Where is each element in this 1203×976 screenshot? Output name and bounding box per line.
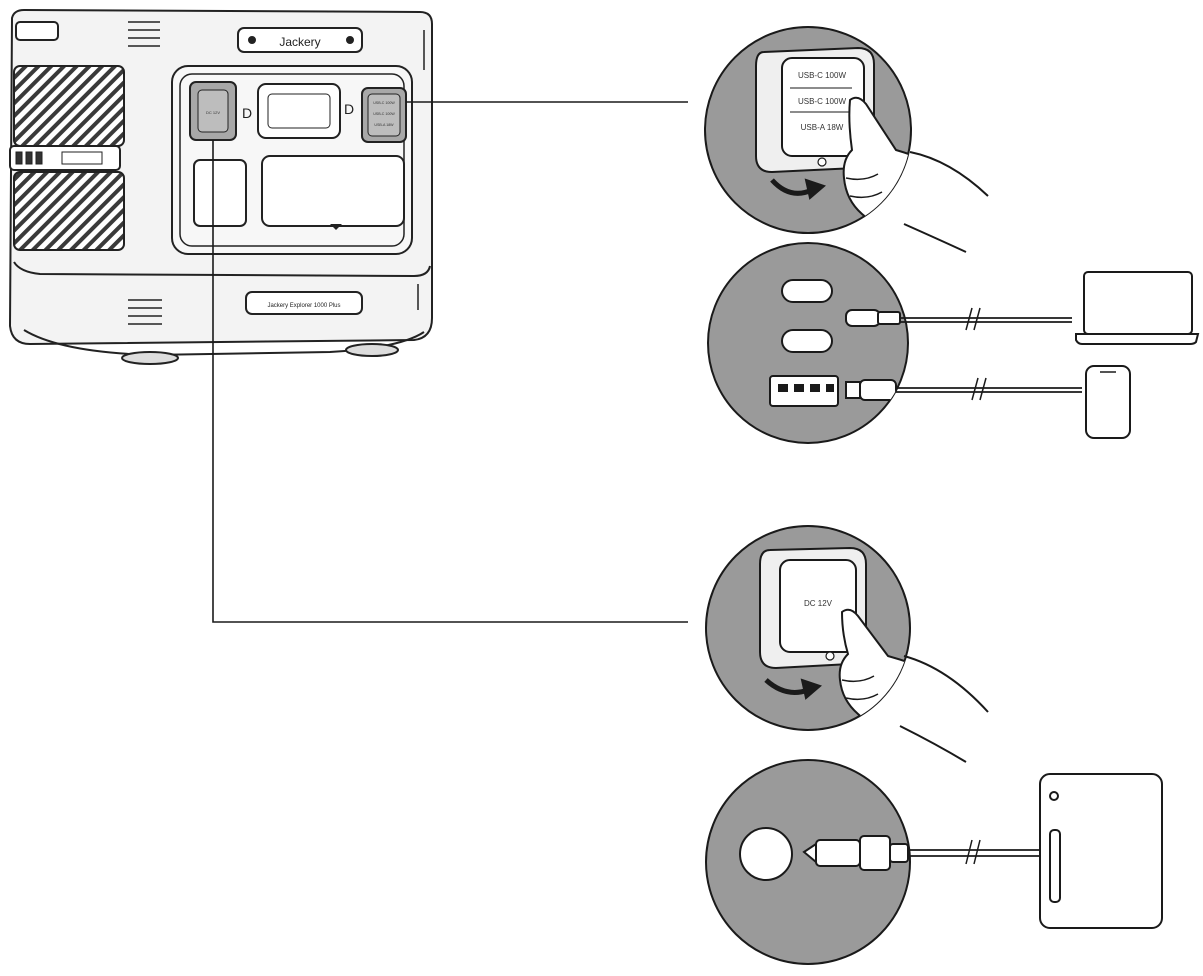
usb-mini-line-1: USB-C 100W [373, 101, 395, 105]
usb-mini-line-2: USB-C 100W [373, 112, 395, 116]
finger-hand-icon-2 [838, 608, 910, 730]
car-fridge-icon [1039, 773, 1163, 929]
callout-car-outlet [705, 759, 1163, 965]
usb-c-port-1 [781, 279, 833, 303]
connector-lines [212, 101, 688, 623]
callout-press-usb-button: USB-C 100W USB-C 100W USB-A 18W [704, 26, 989, 253]
laptop-icon [1075, 271, 1200, 345]
finger-hand-icon [842, 96, 911, 233]
model-label: Jackery Explorer 1000 Plus [267, 303, 340, 309]
brand-plate [237, 27, 363, 53]
usb-c-plug [845, 309, 881, 327]
car-button-leader [212, 140, 688, 623]
callout-press-car-button: DC 12V [705, 525, 989, 763]
bottom-vent [128, 299, 162, 325]
usb-a-plug [845, 381, 861, 399]
usb-callout-line-2: USB-C 100W [798, 97, 846, 106]
car-button-mini-label: DC 12V [206, 110, 220, 115]
top-vent [128, 21, 160, 47]
foot-left [121, 351, 179, 365]
foot-right [345, 343, 399, 357]
svg-text:D: D [242, 105, 252, 121]
usb-mini-line-3: USB-A 18W [374, 123, 394, 127]
usb-callout-line-3: USB-A 18W [801, 123, 844, 132]
usb-c-port-2 [781, 329, 833, 353]
car-outlet-socket [739, 827, 793, 881]
power-station: D D [8, 8, 433, 365]
side-grille-upper [13, 65, 125, 147]
car-outlet-cover [193, 159, 247, 227]
car-plug-icon [802, 835, 909, 871]
side-grille-lower [13, 171, 125, 251]
power-station-base [13, 261, 431, 278]
callout-usb-ports [707, 242, 1200, 444]
phone-icon [1085, 365, 1131, 439]
svg-text:D: D [344, 101, 354, 117]
usb-callout-line-1: USB-C 100W [798, 71, 846, 80]
car-callout-label: DC 12V [804, 599, 833, 608]
car-button-face [779, 559, 857, 653]
carry-handle [15, 21, 59, 41]
ac-output-panel [261, 155, 405, 227]
brand-label: Jackery [279, 35, 320, 49]
usb-callout-labels: USB-C 100W USB-C 100W USB-A 18W [798, 71, 846, 132]
usb-button-mini-labels: USB-C 100W USB-C 100W USB-A 18W [373, 101, 395, 127]
model-plate [245, 291, 363, 315]
